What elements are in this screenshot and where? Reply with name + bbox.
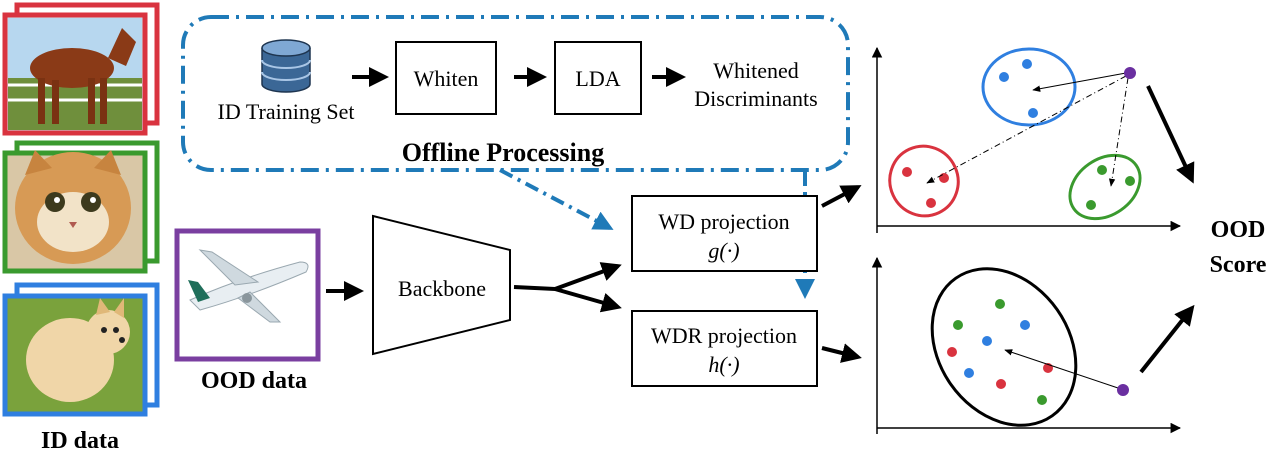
arrow-offline-to-wd xyxy=(499,168,614,230)
ood-point-wdr xyxy=(1117,384,1129,396)
arrow-backbone-to-wdr xyxy=(554,287,622,313)
arrow-wd-to-score xyxy=(1146,85,1195,184)
id-data-images xyxy=(2,2,160,417)
wdr-projection-box xyxy=(631,310,818,387)
id-data-label: ID data xyxy=(41,428,119,454)
whitened-line2: Discriminants xyxy=(694,86,817,111)
wdr-feature-space-plot xyxy=(871,256,1182,434)
horse-photo xyxy=(2,2,160,136)
wd-feature-space-plot xyxy=(871,46,1182,233)
whiten-box xyxy=(395,41,497,115)
whiten-label: Whiten xyxy=(414,66,479,91)
database-icon xyxy=(261,39,311,93)
arrow-wd-to-plot xyxy=(821,185,862,208)
backbone-label: Backbone xyxy=(398,276,486,301)
whitened-line1: Whitened xyxy=(713,58,799,83)
offline-processing-label: Offline Processing xyxy=(402,138,604,167)
green-cluster xyxy=(1068,153,1142,221)
wd-function-label: g(·) xyxy=(708,238,739,263)
id-cluster xyxy=(930,267,1078,427)
ood-score-line1: OOD xyxy=(1211,217,1266,243)
ood-data-label: OOD data xyxy=(201,368,307,394)
dog-photo xyxy=(2,282,160,417)
ood-point xyxy=(1124,67,1136,79)
arrow-backbone-to-wd xyxy=(513,262,622,292)
backbone-block xyxy=(372,214,511,356)
red-cluster xyxy=(888,144,960,218)
ood-score-line2: Score xyxy=(1210,252,1267,278)
lda-label: LDA xyxy=(575,66,620,91)
wd-projection-box xyxy=(631,195,818,272)
wdr-projection-label: WDR projection xyxy=(651,323,797,348)
airplane-photo xyxy=(188,249,309,323)
arrow-wdr-to-plot xyxy=(821,343,862,363)
offline-processing-box xyxy=(181,15,850,172)
wd-projection-label: WD projection xyxy=(658,209,789,234)
lda-box xyxy=(554,41,642,115)
cat-photo xyxy=(2,140,160,274)
wdr-function-label: h(·) xyxy=(708,352,739,377)
arrow-wdr-to-score xyxy=(1139,304,1195,374)
id-training-set-label: ID Training Set xyxy=(218,99,355,124)
blue-cluster xyxy=(981,47,1077,127)
